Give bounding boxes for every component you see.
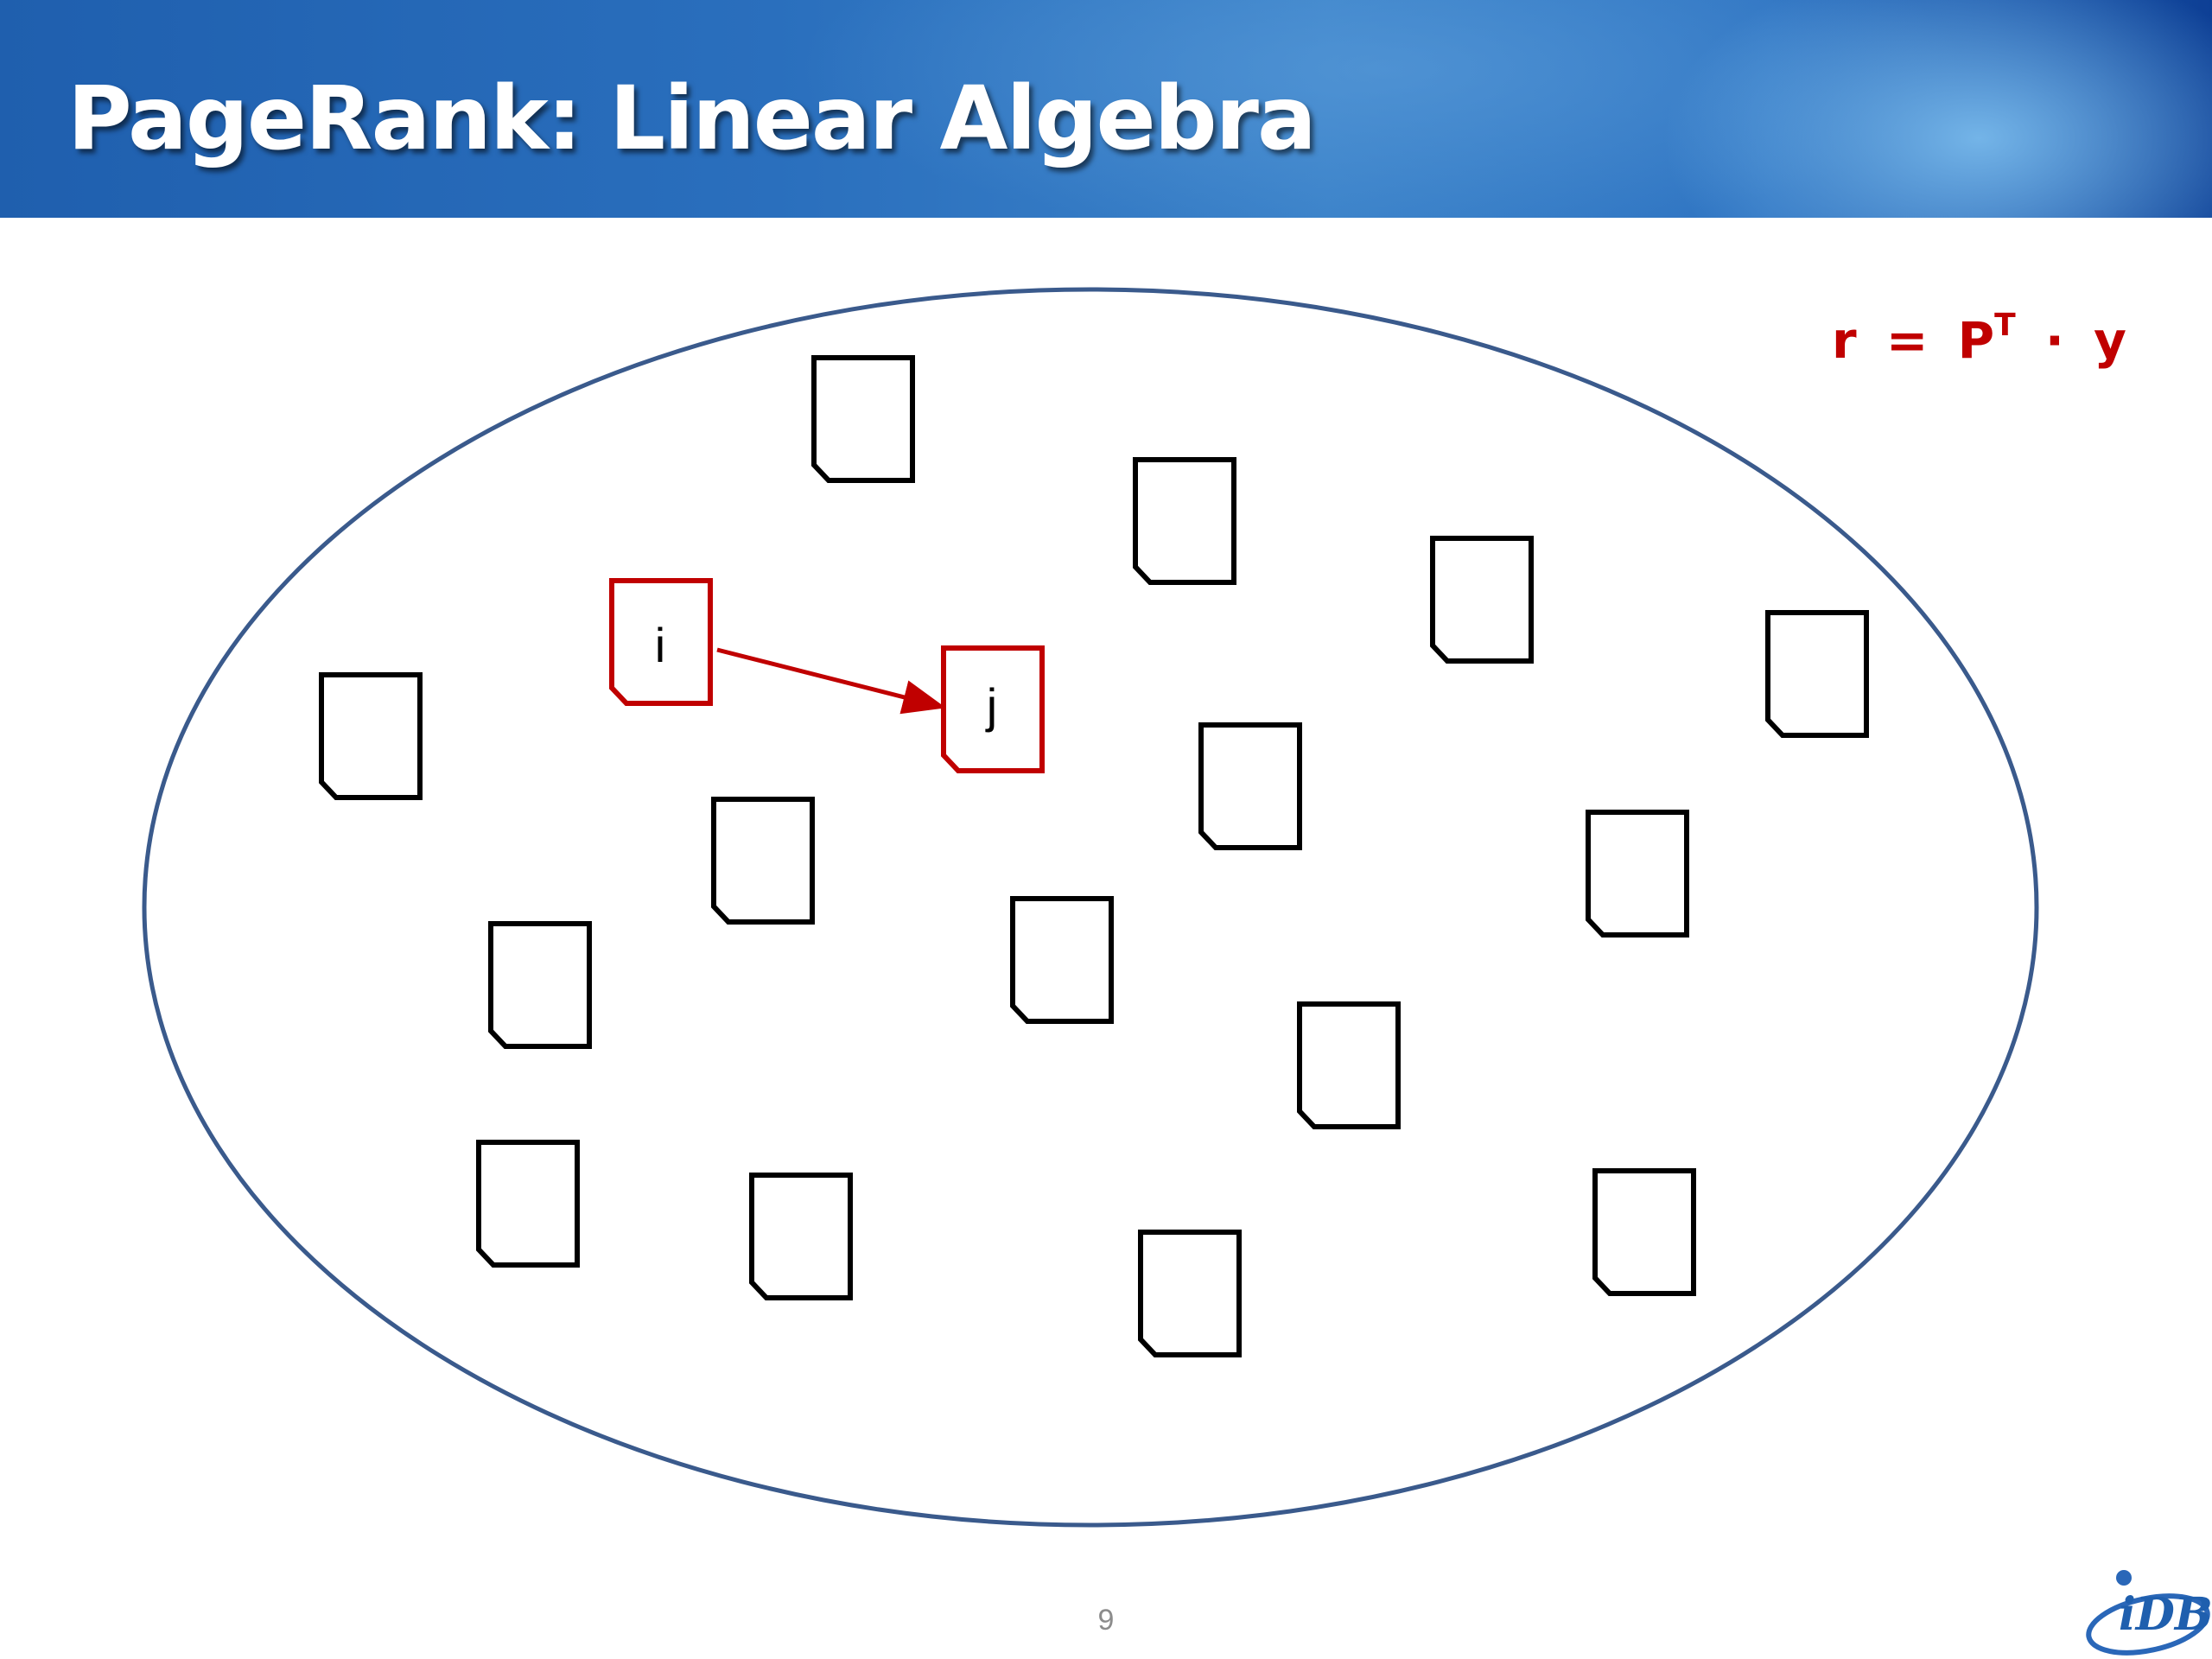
page-number: 9 xyxy=(1097,1604,1115,1637)
page-node xyxy=(1430,536,1534,664)
page-node xyxy=(1297,1001,1401,1129)
black-page-nodes xyxy=(319,355,1869,1357)
page-node xyxy=(711,797,815,925)
page-node xyxy=(1198,722,1302,850)
page-node xyxy=(1138,1230,1242,1357)
page-node xyxy=(1133,457,1236,585)
pagerank-formula: r = PT · y xyxy=(1832,308,2126,370)
highlighted-page-nodes xyxy=(609,578,1045,773)
formula-y: y xyxy=(2094,311,2126,370)
page-node xyxy=(488,921,592,1049)
formula-transpose-superscript: T xyxy=(1994,308,2016,343)
page-node-j xyxy=(941,645,1045,773)
node-j-label: j xyxy=(985,678,997,733)
page-node xyxy=(1586,810,1689,938)
page-node xyxy=(476,1140,580,1268)
page-node xyxy=(811,355,915,483)
formula-matrix-p: P xyxy=(1957,311,1995,370)
page-node xyxy=(749,1173,853,1300)
logo-text: iDB xyxy=(2119,1588,2212,1641)
node-i-label: i xyxy=(655,618,665,672)
slide-title: PageRank: Linear Algebra xyxy=(67,67,1317,170)
page-node xyxy=(319,672,423,800)
formula-r: r xyxy=(1832,311,1857,370)
formula-equals: = xyxy=(1885,311,1929,370)
page-node-i xyxy=(609,578,713,706)
page-node xyxy=(1592,1168,1696,1296)
link-arrow-i-to-j xyxy=(716,647,946,715)
web-graph-ellipse xyxy=(142,287,2039,1528)
idb-logo-icon: iDB xyxy=(2086,1570,2212,1656)
page-node xyxy=(1765,610,1869,738)
page-node xyxy=(1010,896,1114,1024)
formula-dot: · xyxy=(2044,311,2064,370)
title-bar: PageRank: Linear Algebra xyxy=(0,0,2212,218)
